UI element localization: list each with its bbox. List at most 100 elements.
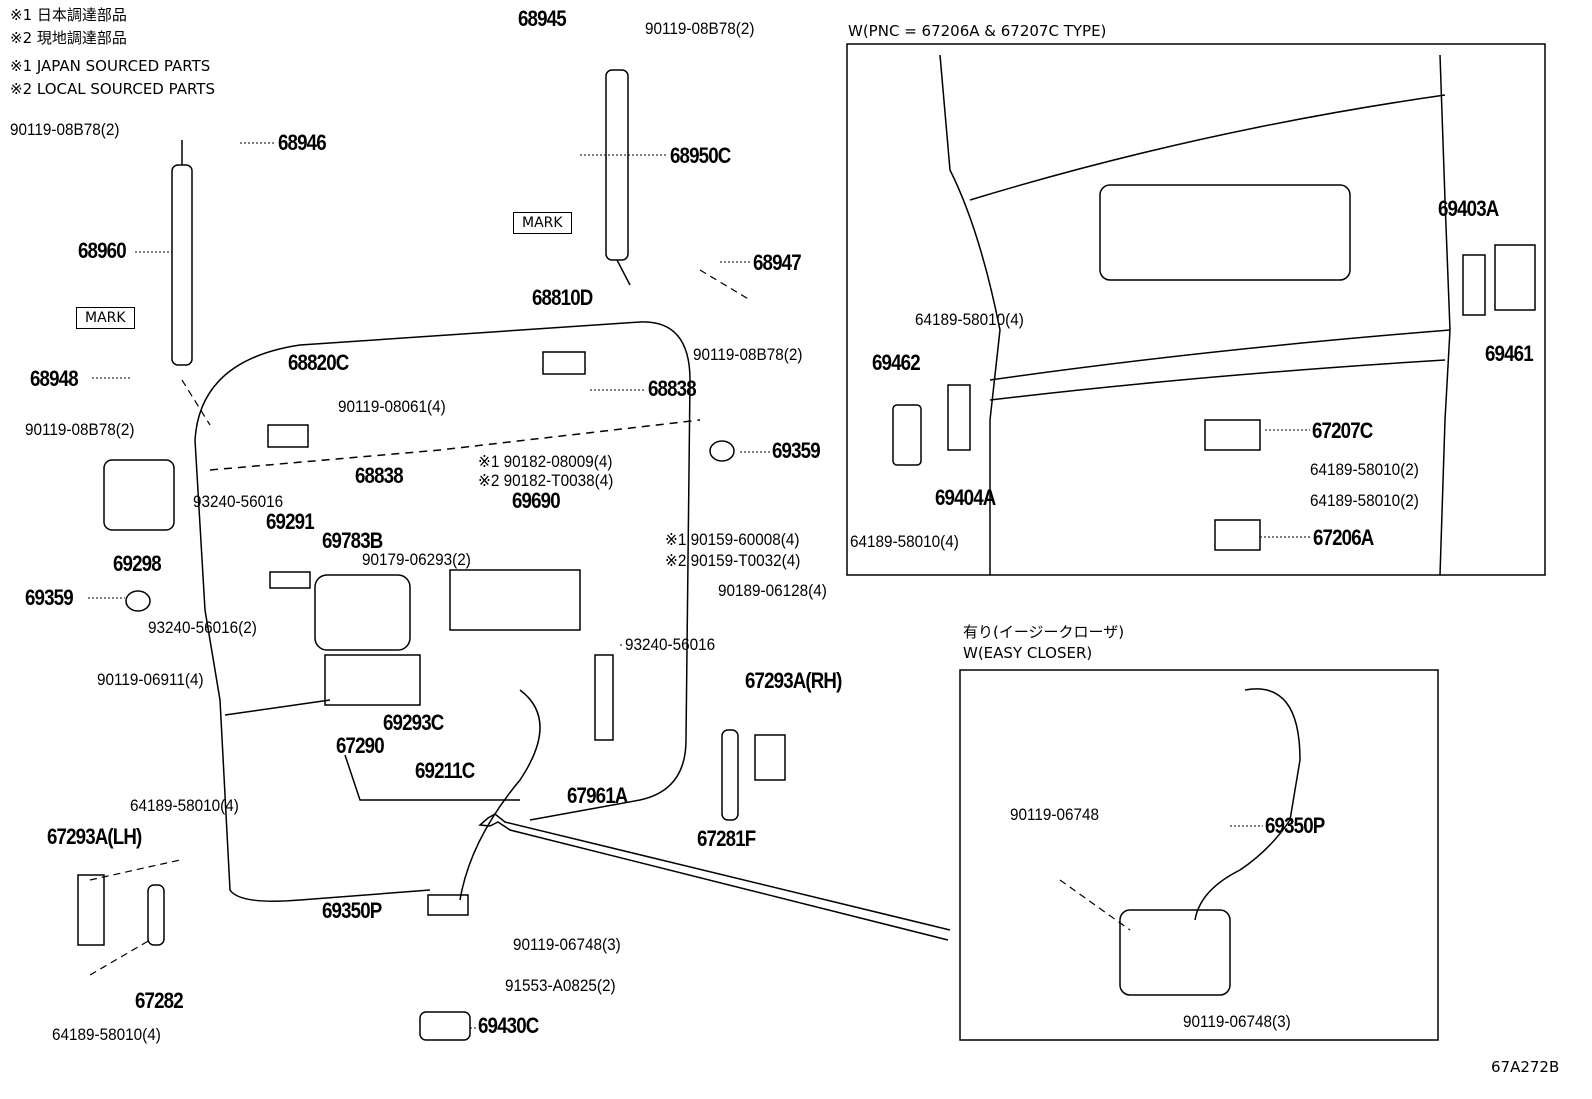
part-callout[interactable]: 69359: [25, 585, 74, 610]
part-callout[interactable]: 68960: [78, 238, 127, 263]
back-door-window-line: [209, 419, 701, 471]
note-japan-sourced: ※1 JAPAN SOURCED PARTS: [10, 57, 211, 75]
part-callout[interactable]: 68838: [355, 463, 404, 488]
part-callout[interactable]: 90119-08B78(2): [693, 345, 803, 364]
latch-69350P: [427, 894, 469, 916]
part-callout[interactable]: 69359: [772, 438, 821, 463]
cable-69350P: [459, 689, 541, 901]
part-callout[interactable]: 68946: [278, 130, 327, 155]
inset-bracket-67207C: [1204, 419, 1261, 451]
part-callout[interactable]: 90119-06911(4): [97, 670, 204, 689]
part-callout[interactable]: 68810D: [532, 285, 593, 310]
bracket-67281F: [721, 729, 739, 821]
inset-title-easy-closer-jp: 有り(イージークローザ): [963, 623, 1125, 641]
bracket-67293A-RH: [754, 734, 786, 781]
back-door-lower-panel: [224, 699, 520, 801]
part-callout[interactable]: 69430C: [478, 1013, 539, 1038]
part-callout[interactable]: 67961A: [567, 783, 628, 808]
part-callout[interactable]: 64189-58010(4): [130, 796, 239, 815]
part-callout[interactable]: 67207C: [1312, 418, 1373, 443]
part-callout[interactable]: 68947: [753, 250, 802, 275]
part-callout[interactable]: 90119-08B78(2): [645, 19, 755, 38]
note-local-sourced: ※2 LOCAL SOURCED PARTS: [10, 80, 215, 98]
part-callout[interactable]: 67282: [135, 988, 184, 1013]
pnc-type-inset-frame: [846, 43, 1546, 576]
inset-title-pnc-type: W(PNC = 67206A & 67207C TYPE): [848, 22, 1107, 40]
part-callout[interactable]: 90119-06748: [1010, 805, 1100, 824]
part-callout[interactable]: 90119-06748(3): [513, 935, 621, 954]
part-callout[interactable]: 67281F: [697, 826, 756, 851]
part-callout[interactable]: 90179-06293(2): [362, 550, 471, 569]
part-callout[interactable]: 68948: [30, 366, 79, 391]
striker-69430C: [419, 1011, 471, 1041]
part-callout[interactable]: ※1 90182-08009(4): [478, 452, 613, 471]
closer-cable: [1194, 688, 1301, 921]
mark-callout: MARK: [513, 212, 572, 234]
part-callout[interactable]: 93240-56016(2): [148, 618, 257, 637]
bumper-69359-right: [709, 440, 735, 462]
part-callout[interactable]: 69783B: [322, 528, 383, 553]
part-callout[interactable]: 67293A(RH): [745, 668, 842, 693]
part-callout[interactable]: 69298: [113, 551, 162, 576]
part-callout[interactable]: 69462: [872, 350, 921, 375]
inset-bracket-69462: [892, 404, 922, 466]
part-callout[interactable]: 64189-58010(2): [1310, 460, 1419, 479]
hinge-69298: [103, 459, 175, 531]
cover-67961A: [594, 654, 614, 741]
part-callout[interactable]: 69350P: [322, 898, 382, 923]
part-callout[interactable]: 64189-58010(4): [915, 310, 1024, 329]
inset-title-easy-closer: W(EASY CLOSER): [963, 644, 1093, 662]
part-callout[interactable]: 93240-56016: [193, 492, 284, 511]
inset-bracket-69461: [1494, 244, 1536, 311]
garnish-69291: [269, 571, 311, 589]
part-callout[interactable]: 91553-A0825(2): [505, 976, 616, 995]
inset-bracket-69403A: [1462, 254, 1486, 316]
part-callout[interactable]: 90189-06128(4): [718, 581, 827, 600]
hinge-68820C: [267, 424, 309, 448]
part-callout[interactable]: 68945: [518, 6, 567, 31]
inset-bracket-67206A: [1214, 519, 1261, 551]
handle-69783B: [314, 574, 411, 651]
diagram-code: 67A272B: [1491, 1058, 1560, 1076]
part-callout[interactable]: 93240-56016: [625, 635, 716, 654]
part-callout[interactable]: ※2 90159-T0032(4): [665, 551, 801, 570]
part-callout[interactable]: 68950C: [670, 143, 731, 168]
strut-68960: [171, 164, 193, 366]
part-callout[interactable]: 64189-58010(2): [1310, 491, 1419, 510]
part-callout[interactable]: 67290: [336, 733, 385, 758]
note-local-sourced-jp: ※2 現地調達部品: [10, 29, 127, 47]
part-callout[interactable]: 69403A: [1438, 196, 1499, 221]
part-callout[interactable]: 69404A: [935, 485, 996, 510]
module-67290: [324, 654, 421, 706]
part-callout[interactable]: 69690: [512, 488, 561, 513]
part-callout[interactable]: 90119-06748(3): [1183, 1012, 1291, 1031]
part-callout[interactable]: 69350P: [1265, 813, 1325, 838]
part-callout[interactable]: 69461: [1485, 341, 1534, 366]
inset-door-beltline: [969, 94, 1451, 401]
part-callout[interactable]: 90119-08B78(2): [10, 120, 120, 139]
closer-unit: [1119, 909, 1231, 996]
note-japan-sourced-jp: ※1 日本調達部品: [10, 6, 127, 24]
part-callout[interactable]: 90119-08061(4): [338, 397, 446, 416]
part-callout[interactable]: 64189-58010(4): [52, 1025, 161, 1044]
part-callout[interactable]: 69211C: [415, 758, 475, 783]
part-callout[interactable]: ※2 90182-T0038(4): [478, 471, 614, 490]
part-callout[interactable]: 68838: [648, 376, 697, 401]
part-callout[interactable]: ※1 90159-60008(4): [665, 530, 800, 549]
inset-bracket-69404A: [947, 384, 971, 451]
lock-69690: [449, 569, 581, 631]
pointer-arrow: [478, 813, 951, 941]
part-callout[interactable]: 67206A: [1313, 525, 1374, 550]
part-callout[interactable]: 64189-58010(4): [850, 532, 959, 551]
bracket-67282: [147, 884, 165, 946]
part-callout[interactable]: 67293A(LH): [47, 824, 142, 849]
easy-closer-inset-frame: [959, 669, 1439, 1041]
part-callout[interactable]: 90119-08B78(2): [25, 420, 135, 439]
strut-68950C: [605, 69, 629, 261]
mark-callout: MARK: [76, 307, 135, 329]
part-callout[interactable]: 69293C: [383, 710, 444, 735]
part-callout[interactable]: 68820C: [288, 350, 349, 375]
part-callout[interactable]: 69291: [266, 509, 315, 534]
bumper-69359-left: [125, 590, 151, 612]
